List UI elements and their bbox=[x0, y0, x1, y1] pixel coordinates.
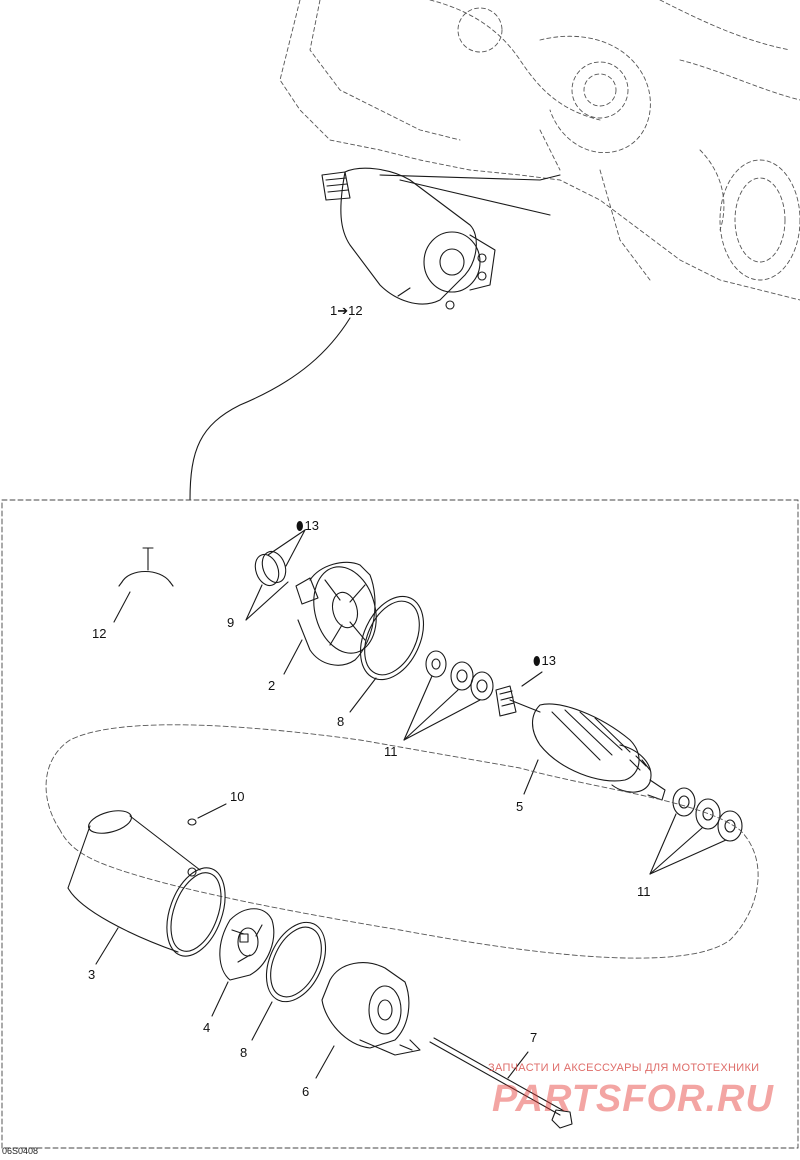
callout-11-lower: 11 bbox=[637, 884, 651, 899]
part-9-o-rings bbox=[254, 550, 287, 587]
detail-box bbox=[1, 499, 799, 1149]
callout-3: 3 bbox=[88, 967, 96, 982]
part-4-brush-plate bbox=[219, 908, 275, 981]
part-2-front-cover bbox=[295, 561, 377, 666]
callout-9: 9 bbox=[227, 615, 235, 630]
callout-10: 10 bbox=[230, 789, 245, 804]
part-12-clamp bbox=[118, 547, 174, 587]
callout-assembly: 1➔12 bbox=[330, 303, 363, 318]
part-10-o-ring bbox=[187, 818, 197, 826]
lube-drop-icon: ⬮ bbox=[296, 519, 304, 533]
callout-8-lower: 8 bbox=[240, 1045, 248, 1060]
callout-6: 6 bbox=[302, 1084, 310, 1099]
part-12-leader bbox=[113, 591, 131, 623]
callout-13-lower-value: 13 bbox=[541, 653, 557, 668]
part-3-housing bbox=[67, 810, 226, 957]
part-7-through-bolt bbox=[429, 1037, 573, 1129]
engine-block-outline bbox=[279, 0, 800, 301]
callout-13-upper-value: 13 bbox=[304, 518, 320, 533]
callout-11-upper: 11 bbox=[384, 744, 398, 759]
part-11-upper-washers bbox=[425, 650, 494, 701]
part-5-armature bbox=[495, 685, 666, 801]
watermark-logo: PARTSFOR.RU bbox=[492, 1078, 774, 1120]
assembly-path-dashed bbox=[45, 724, 759, 959]
callout-7: 7 bbox=[530, 1030, 538, 1045]
callout-4: 4 bbox=[203, 1020, 211, 1035]
part-6-end-cap bbox=[321, 962, 421, 1056]
assembly-leader-line bbox=[189, 317, 351, 501]
callout-lube-13-lower: ⬮13 bbox=[533, 654, 556, 667]
callout-lube-13-upper: ⬮13 bbox=[296, 519, 319, 532]
callout-5: 5 bbox=[516, 799, 524, 814]
starter-motor-assembled bbox=[321, 167, 561, 310]
lube-drop-icon: ⬮ bbox=[533, 654, 541, 668]
callout-8-upper: 8 bbox=[337, 714, 345, 729]
callout-12: 12 bbox=[92, 626, 107, 641]
figure-reference-code: 06S0408 bbox=[2, 1146, 39, 1156]
watermark-caption: ЗАПЧАСТИ И АКСЕССУАРЫ ДЛЯ МОТОТЕХНИКИ bbox=[488, 1062, 760, 1074]
part-8-lower-gasket bbox=[265, 921, 327, 1003]
callout-2: 2 bbox=[268, 678, 276, 693]
part-8-upper-gasket bbox=[359, 595, 425, 681]
part-11-lower-washers bbox=[672, 787, 743, 842]
